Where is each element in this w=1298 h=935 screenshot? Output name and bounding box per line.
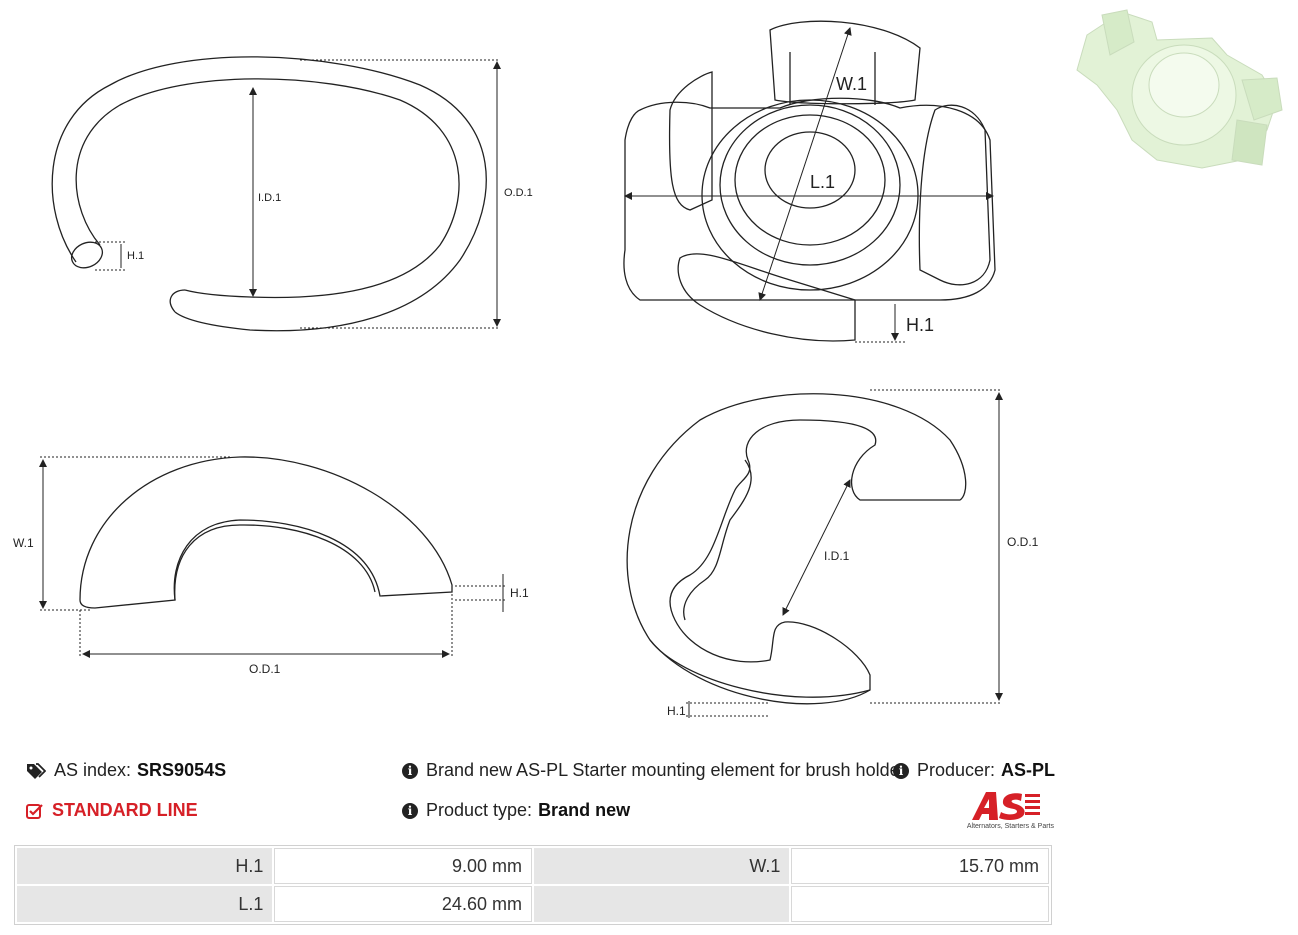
specs-table: H.1 9.00 mm W.1 15.70 mm L.1 24.60 mm	[14, 845, 1052, 925]
check-square-icon	[26, 803, 43, 819]
arch-diagram	[39, 456, 505, 658]
logo-tagline: Alternators, Starters & Parts	[966, 823, 1054, 830]
as-pl-logo	[972, 792, 1040, 821]
arch-h-label: H.1	[510, 586, 529, 600]
clip-h-label: H.1	[667, 704, 686, 718]
ring-diagram	[51, 56, 501, 332]
clip-diagram	[626, 389, 1003, 718]
spec-value: 24.60 mm	[274, 886, 532, 922]
arch-od-label: O.D.1	[249, 662, 281, 676]
arch-w-label: W.1	[13, 536, 34, 550]
as-index-label: AS index:	[54, 760, 132, 780]
clip-od-label: O.D.1	[1007, 535, 1039, 549]
spec-key: W.1	[533, 848, 790, 884]
spec-key: H.1	[17, 848, 273, 884]
holder-l-label: L.1	[810, 172, 835, 192]
product-type-label: Product type:	[426, 800, 533, 820]
product-type-value: Brand new	[538, 800, 631, 820]
product-type-row: i Product type: Brand new	[402, 800, 630, 821]
holder-diagram	[623, 20, 996, 343]
clip-id-label: I.D.1	[824, 549, 850, 563]
description-text: Brand new AS-PL Starter mounting element…	[426, 760, 906, 780]
holder-h-label: H.1	[906, 315, 934, 335]
spec-key	[533, 886, 790, 922]
producer-row: i Producer: AS-PL	[893, 760, 1055, 781]
ring-od-label: O.D.1	[504, 187, 533, 199]
technical-drawing: I.D.1 O.D.1 H.1 W.1 L.1 H.1 W.1 H.1 O.D.…	[13, 20, 1039, 718]
standard-line-row: STANDARD LINE	[26, 800, 198, 821]
tags-icon	[27, 762, 46, 779]
table-row: H.1 9.00 mm W.1 15.70 mm	[17, 848, 1049, 884]
standard-line-label: STANDARD LINE	[52, 800, 198, 820]
info-icon: i	[402, 762, 418, 779]
producer-label: Producer:	[917, 760, 996, 780]
as-index-row: AS index: SRS9054S	[26, 760, 226, 781]
info-icon: i	[893, 762, 909, 779]
spec-value: 15.70 mm	[791, 848, 1049, 884]
info-icon: i	[402, 802, 418, 819]
holder-w-label: W.1	[836, 74, 867, 94]
spec-value	[791, 886, 1049, 922]
producer-value: AS-PL	[1001, 760, 1056, 780]
spec-value: 9.00 mm	[274, 848, 532, 884]
product-photo	[1076, 9, 1283, 169]
ring-h-label: H.1	[127, 250, 144, 262]
description-row: i Brand new AS-PL Starter mounting eleme…	[402, 760, 906, 781]
table-row: L.1 24.60 mm	[17, 886, 1049, 922]
as-index-value: SRS9054S	[137, 760, 227, 780]
spec-key: L.1	[17, 886, 273, 922]
ring-id-label: I.D.1	[258, 192, 281, 204]
